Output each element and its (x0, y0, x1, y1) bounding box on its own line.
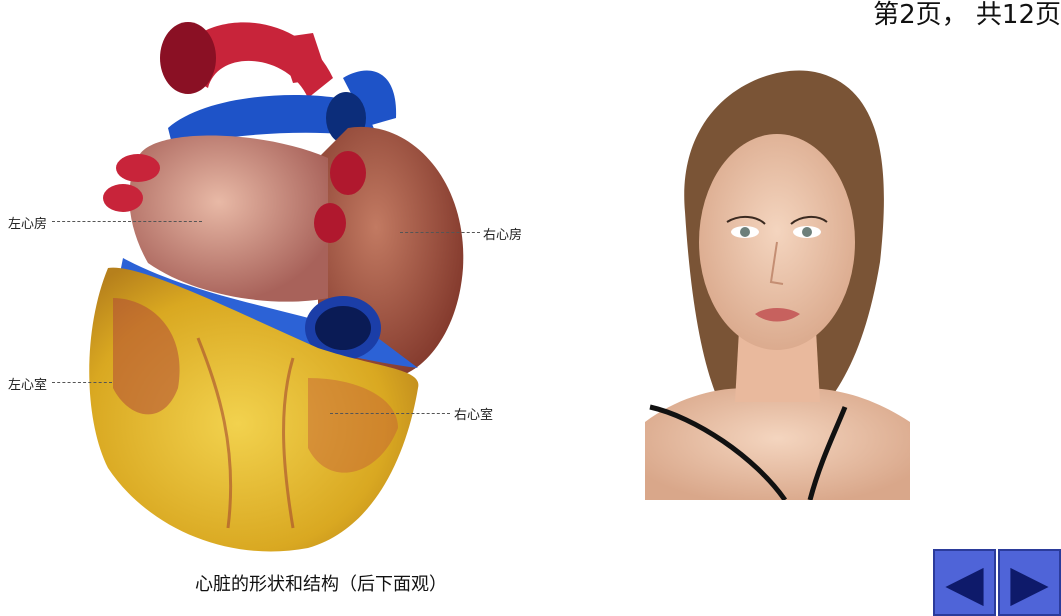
leader-right-atrium (400, 232, 480, 233)
label-left-atrium: 左心房 (8, 213, 47, 232)
arrow-left-icon: ◀ (945, 558, 983, 608)
label-right-atrium: 右心房 (483, 224, 522, 243)
previous-slide-button[interactable]: ◀ (933, 549, 996, 616)
heart-illustration (78, 8, 482, 556)
label-left-ventricle: 左心室 (8, 374, 47, 393)
portrait-photo (645, 62, 910, 500)
label-right-ventricle: 右心室 (454, 404, 493, 423)
leader-left-atrium (52, 221, 202, 222)
leader-right-ventricle (330, 413, 450, 414)
heart-caption: 心脏的形状和结构（后下面观） (195, 570, 447, 596)
next-slide-button[interactable]: ▶ (998, 549, 1061, 616)
arrow-right-icon: ▶ (1010, 558, 1048, 608)
leader-left-ventricle (52, 382, 112, 383)
slide-navigation: ◀ ▶ (933, 549, 1061, 616)
page-counter: 第2页， 共12页 (873, 0, 1061, 31)
